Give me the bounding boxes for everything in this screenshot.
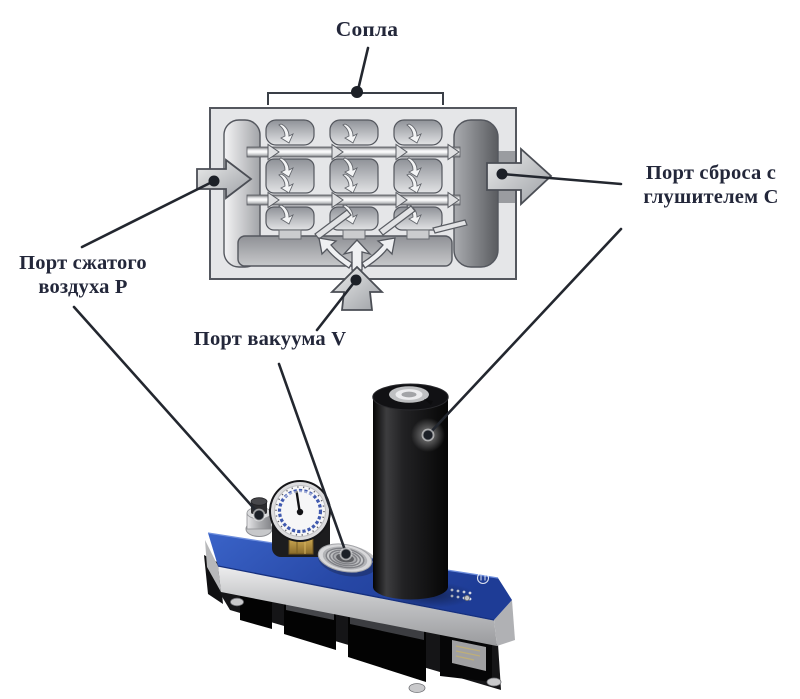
gauge-glass-highlight [282,490,315,500]
leader-pressure-device [72,305,261,516]
compressed-air-port-label-line1: Порт сжатого [19,252,147,274]
vacuum-port-label: Порт вакуума V [168,327,372,351]
outlet-pillar [453,119,499,268]
leader-vacuum-device [277,362,348,555]
check-valve-flaps [314,205,468,240]
nozzles-label: Сопла [306,17,428,41]
leader-dots [208,86,508,561]
leader-nozzles [356,46,370,92]
compressed-air-port-label: Порт сжатого воздуха P [0,251,166,299]
nozzles-label-text: Сопла [335,17,399,41]
vacuum-port-label-text: Порт вакуума V [193,328,347,350]
exhaust-port-label: Порт сброса с глушителем C [622,161,800,209]
leader-pressure-schematic [80,179,216,249]
ejector-schematic [196,92,553,311]
device-foot [486,677,502,687]
compressed-air-port-label-line2: воздуха P [38,276,128,298]
silencer-rim-notch [424,399,433,405]
leader-exhaust-device [426,227,623,437]
flow-arrowheads [267,143,460,209]
device-foot [230,597,244,607]
device-foot [408,683,426,693]
pressure-gauge [269,480,331,557]
compressed-air-arrow [196,158,253,200]
vacuum-arrow [329,265,385,311]
base-inner-edge [286,604,334,620]
vacuum-fan-arrows [318,237,396,271]
leader-vacuum-schematic [315,278,358,332]
leader-lines [72,46,623,555]
brand-logo-icon [476,571,490,585]
base-inner-edge [350,617,424,640]
base-label-text-lines [455,645,481,661]
exhaust-port-label-line1: Порт сброса с [645,162,777,184]
device-photo [204,383,515,693]
exhaust-port-label-line2: глушителем C [643,186,779,208]
leader-exhaust-schematic [500,172,623,186]
nozzle-tubes [246,143,461,209]
base-label-plate [452,640,486,671]
